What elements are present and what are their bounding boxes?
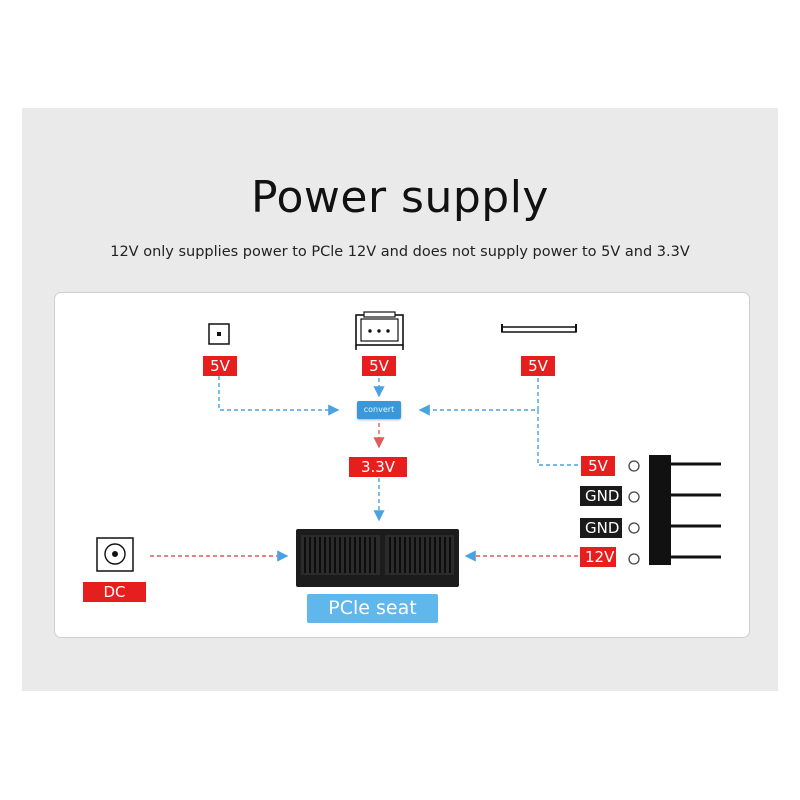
pcie-seat-icon (296, 529, 459, 587)
fan-connector-icon (355, 311, 404, 350)
convert-box: convert (357, 401, 401, 419)
3v3-label: 3.3V (349, 457, 407, 477)
pcie-seat-label: PCle seat (307, 594, 438, 623)
fan-connector-5v-label: 5V (362, 356, 396, 376)
fpc-connector-5v-label: 5V (521, 356, 555, 376)
small-connector-5v-label: 5V (203, 356, 237, 376)
pin-gnd-label-2: GND (580, 518, 622, 538)
pin-5v-label: 5V (581, 456, 615, 476)
page-title: Power supply (251, 172, 549, 223)
to-convert-lines (218, 376, 578, 466)
dc-jack-icon (96, 537, 134, 572)
dc-12v-label: DC 12V (83, 582, 146, 621)
small-connector-icon (208, 323, 230, 345)
pin-12v-label: 12V (580, 547, 616, 567)
pin-header-icon (628, 455, 721, 565)
page-subtitle: 12V only supplies power to PCle 12V and … (110, 244, 690, 260)
pin-gnd-label-1: GND (580, 486, 622, 506)
fpc-connector-icon (501, 324, 577, 333)
